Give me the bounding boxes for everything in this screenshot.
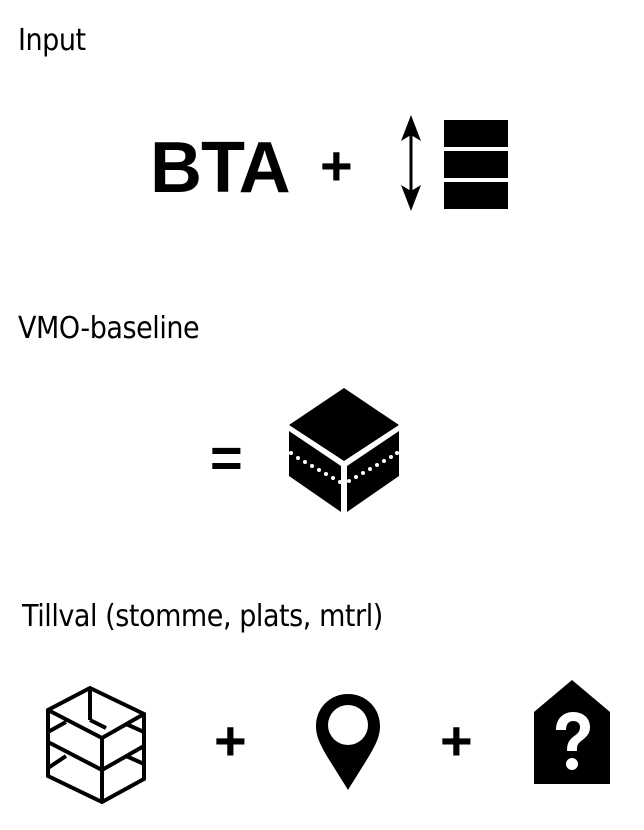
section-heading-tillval: Tillval (stomme, plats, mtrl) bbox=[22, 599, 383, 634]
solid-cube-icon bbox=[289, 388, 399, 512]
section-heading-vmo-baseline: VMO-baseline bbox=[18, 311, 200, 346]
floors-stack-icon bbox=[444, 120, 508, 209]
section-heading-input: Input bbox=[18, 23, 86, 58]
plus-operator: + bbox=[440, 709, 473, 772]
plus-operator: + bbox=[320, 134, 353, 197]
bta-label: BTA bbox=[150, 128, 291, 208]
house-question-icon bbox=[534, 680, 610, 784]
equals-operator: = bbox=[210, 426, 243, 489]
height-arrow-icon bbox=[400, 115, 422, 211]
plus-operator: + bbox=[214, 709, 247, 772]
location-pin-icon bbox=[316, 694, 380, 790]
frame-structure-icon bbox=[46, 686, 146, 804]
